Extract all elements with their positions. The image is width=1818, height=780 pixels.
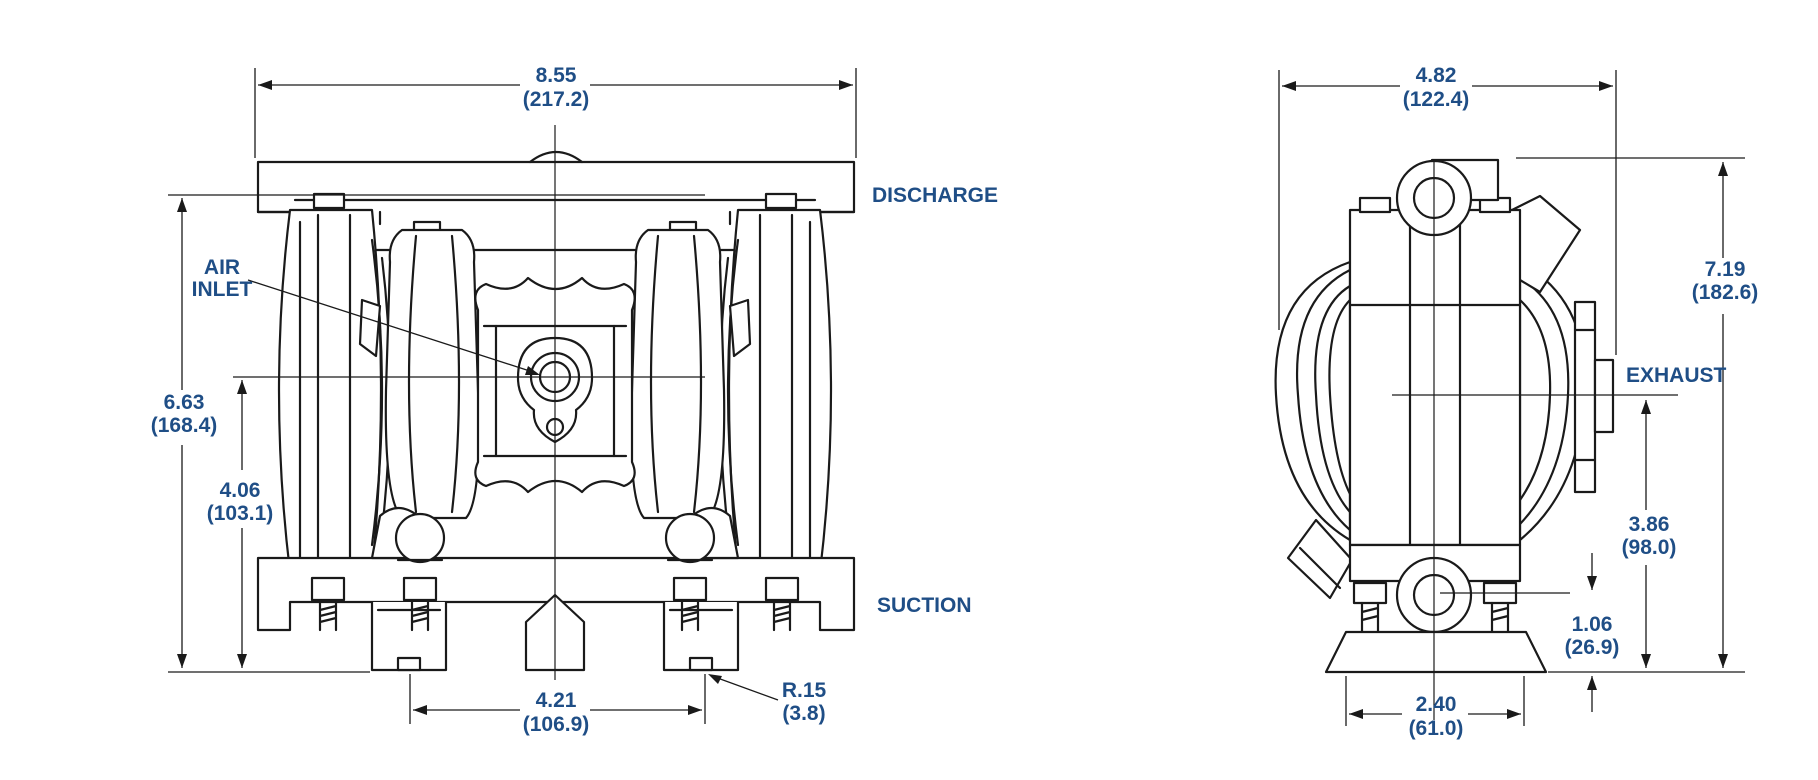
dim-slot-radius-value: R.15 — [782, 679, 827, 702]
dim-width-side-metric: (122.4) — [1403, 88, 1470, 111]
dim-width-side — [1278, 70, 1617, 355]
dim-width-front — [254, 68, 857, 158]
dim-slot-radius-metric: (3.8) — [782, 702, 825, 725]
dim-suction-height — [1587, 553, 1597, 712]
dim-height-side-metric: (182.6) — [1692, 281, 1759, 304]
leader-slot-radius — [708, 674, 779, 701]
dim-air-inlet-height — [237, 380, 247, 668]
dim-width-front-metric: (217.2) — [523, 88, 590, 111]
side-diaphragm-cover — [1274, 260, 1354, 600]
dim-mount-spacing-metric: (106.9) — [523, 713, 590, 736]
dim-exhaust-height-metric: (98.0) — [1622, 536, 1677, 559]
suction-label: SUCTION — [877, 594, 972, 617]
dim-base-width — [1345, 676, 1525, 726]
dim-air-inlet-height-value: 4.06 — [220, 479, 261, 502]
dim-mount-spacing — [409, 674, 706, 724]
dim-base-width-value: 2.40 — [1416, 693, 1457, 716]
dim-exhaust-height — [1641, 400, 1651, 668]
dim-exhaust-height-value: 3.86 — [1629, 513, 1670, 536]
dim-mount-spacing-value: 4.21 — [536, 689, 577, 712]
front-view: DISCHARGE AIR INLET SUCTION 8.55 (217.2)… — [151, 64, 998, 736]
right-air-chamber — [630, 228, 752, 520]
dim-suction-height-metric: (26.9) — [1565, 636, 1620, 659]
bolts — [310, 576, 800, 632]
suction-manifold — [256, 506, 856, 672]
dim-air-inlet-height-metric: (103.1) — [207, 502, 274, 525]
dim-width-front-value: 8.55 — [536, 64, 577, 87]
dim-height-front-value: 6.63 — [164, 391, 205, 414]
left-fluid-chamber — [277, 208, 392, 574]
left-air-chamber — [358, 228, 480, 520]
side-right-cover — [1510, 194, 1615, 542]
dim-suction-height-value: 1.06 — [1572, 613, 1613, 636]
dim-width-side-value: 4.82 — [1416, 64, 1457, 87]
dim-height-front — [168, 198, 370, 673]
dim-height-front-metric: (168.4) — [151, 414, 218, 437]
air-inlet-label-line2: INLET — [192, 278, 253, 301]
air-inlet-label-line1: AIR — [204, 256, 240, 279]
dim-base-width-metric: (61.0) — [1409, 717, 1464, 740]
side-main-body — [1324, 158, 1548, 674]
dim-height-side — [1718, 162, 1728, 668]
exhaust-label: EXHAUST — [1626, 364, 1727, 387]
side-view: EXHAUST 4.82 (122.4) 7.19 (182.6) 3.86 (… — [1274, 64, 1759, 740]
dim-height-side-value: 7.19 — [1705, 258, 1746, 281]
leader-air-inlet — [247, 279, 540, 375]
discharge-label: DISCHARGE — [872, 184, 998, 207]
right-fluid-chamber — [718, 208, 833, 574]
